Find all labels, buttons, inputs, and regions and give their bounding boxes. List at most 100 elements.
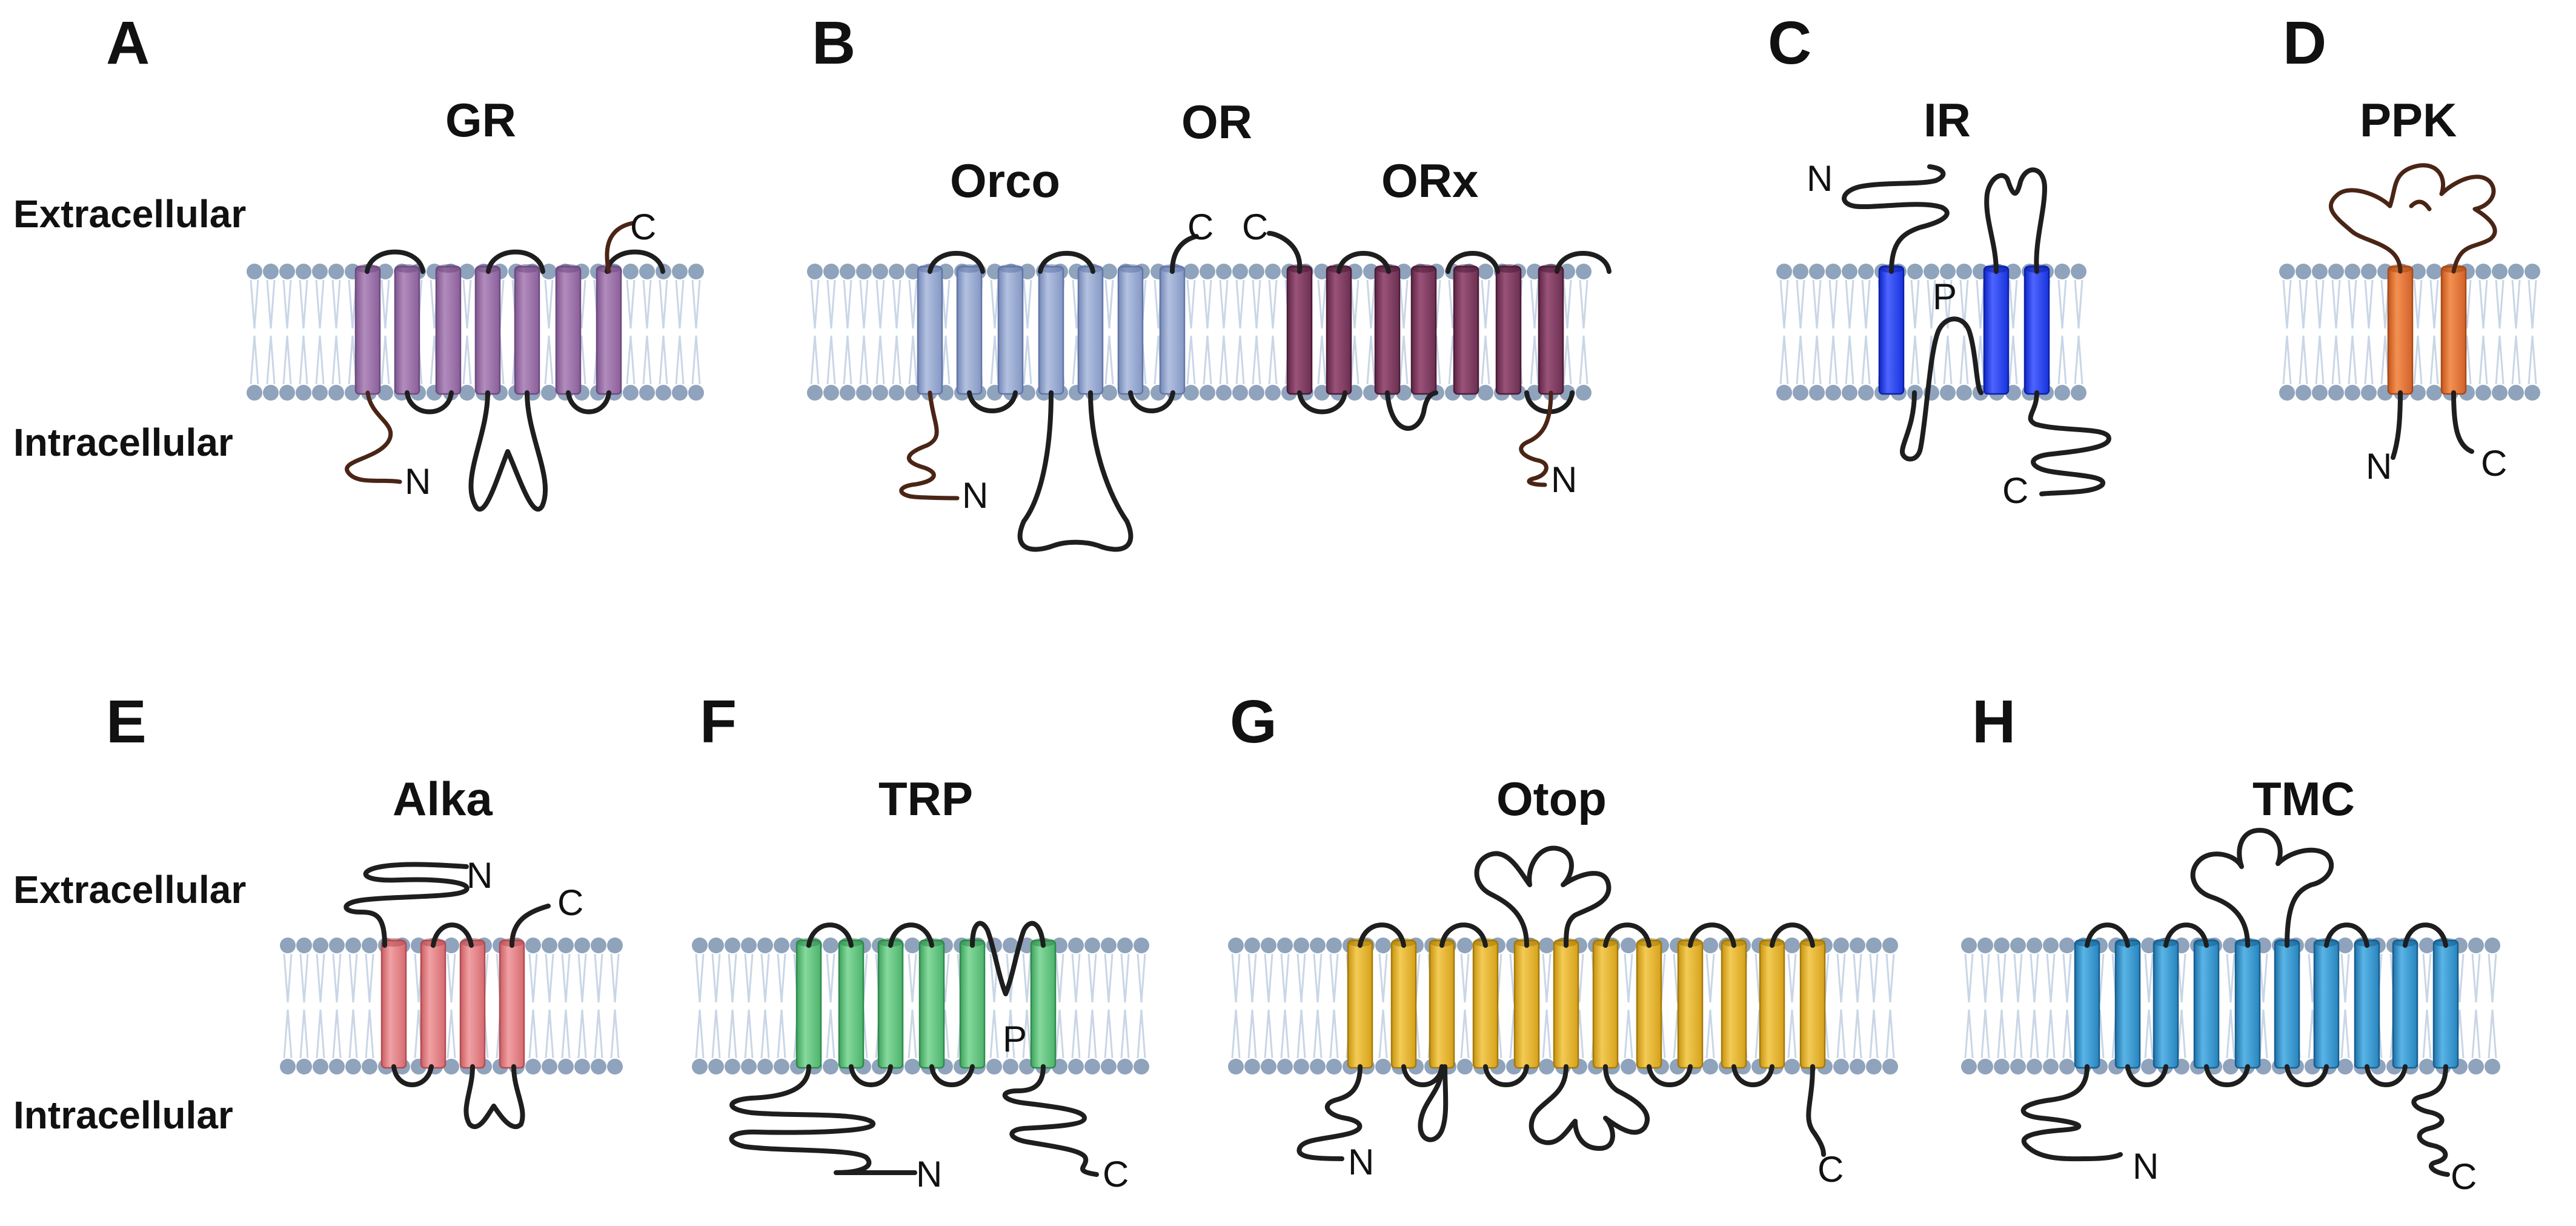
lipid-head (1457, 1059, 1473, 1074)
lipid-head (2071, 264, 2086, 279)
lipid-head (1833, 1059, 1849, 1074)
lipid-tail (1624, 1009, 1633, 1059)
lipid-head (1101, 385, 1117, 401)
lipid-tail (561, 953, 571, 1003)
lipid-head (1478, 385, 1493, 401)
lipid-tail (1317, 279, 1327, 329)
lipid-tail (266, 279, 276, 329)
lipid-head (541, 264, 557, 279)
lipid-tail (1779, 335, 1789, 385)
lipid-tail (1579, 279, 1588, 329)
lipid-head (1940, 385, 1956, 401)
lipid-tail (1562, 335, 1572, 385)
lipid-tail (2282, 279, 2292, 329)
lipid-tail (1055, 953, 1064, 1003)
lipid-head (1310, 1059, 1326, 1074)
gr-helix-1 (354, 264, 381, 395)
lipid-head (1003, 1059, 1018, 1074)
lipid-tail (1329, 1009, 1339, 1059)
lipid-head (1825, 385, 1841, 401)
tmc-helix-7 (2313, 938, 2340, 1069)
tmc-large-ecl (2190, 828, 2334, 948)
lipid-tail (577, 953, 587, 1003)
ir-p-loop (1900, 316, 1983, 462)
lipid-head (296, 385, 311, 401)
lipid-head (986, 1059, 1002, 1074)
intracellular-label-top: Intracellular (13, 421, 233, 464)
lipid-tail (1280, 953, 1290, 1003)
lipid-head (279, 385, 295, 401)
lipid-tail (1296, 1009, 1306, 1059)
lipid-tail (1812, 335, 1822, 385)
lipid-tail (2030, 1009, 2039, 1059)
lipid-tail (675, 279, 685, 329)
lipid-tail (1530, 279, 1539, 329)
lipid-tail (282, 335, 292, 385)
lipid-head (741, 1059, 757, 1074)
lipid-tail (760, 1009, 770, 1059)
lipid-head (345, 938, 361, 953)
lipid-head (889, 385, 905, 401)
lipid-head (542, 938, 557, 953)
lipid-tail (1280, 1009, 1290, 1059)
lipid-head (558, 938, 574, 953)
lipid-head (757, 1059, 773, 1074)
otop-helix-5 (1513, 938, 1540, 1069)
orco-large-icl (1017, 390, 1134, 552)
lipid-tail (2528, 335, 2537, 385)
lipid-head (2043, 1059, 2059, 1074)
lipid-tail (1268, 279, 1278, 329)
lipid-tail (1313, 1009, 1323, 1059)
tmc-helix-5 (2234, 938, 2261, 1069)
lipid-tail (1104, 279, 1114, 329)
ir-p-label: P (1933, 276, 1957, 317)
gr-helix-2 (394, 264, 420, 395)
lipid-tail (1203, 279, 1212, 329)
lipid-head (1621, 1059, 1636, 1074)
lipid-head (1068, 1059, 1084, 1074)
trp-helix-5 (959, 938, 986, 1069)
orco-ecl-loop (928, 251, 1095, 274)
lipid-tail (2226, 1009, 2236, 1059)
lipid-head (525, 938, 541, 953)
lipid-head (1261, 1059, 1276, 1074)
trp-c-terminus (1002, 1064, 1099, 1177)
lipid-tail (1460, 953, 1470, 1003)
lipid-tail (1071, 953, 1081, 1003)
lipid-tail (2422, 953, 2432, 1003)
lipid-tail (331, 335, 341, 385)
lipid-head (2027, 938, 2042, 953)
lipid-tail (1120, 1009, 1130, 1059)
lipid-tail (365, 953, 374, 1003)
lipid-tail (1137, 1009, 1146, 1059)
alka-helix-4 (499, 938, 525, 1069)
lipid-head (774, 938, 789, 953)
lipid-tail (875, 335, 885, 385)
lipid-tail (626, 335, 636, 385)
lipid-tail (1252, 279, 1261, 329)
otop-n-terminus (1296, 1064, 1363, 1161)
ir-n-label: N (1807, 158, 1833, 199)
lipid-head (823, 264, 839, 279)
lipid-tail (2057, 279, 2067, 329)
lipid-tail (544, 279, 554, 329)
lipid-head (2485, 1059, 2500, 1074)
otop-icl-loop (1401, 1064, 1774, 1087)
lipid-tail (2299, 335, 2308, 385)
lipid-tail (250, 335, 259, 385)
orco-helix-5 (1077, 264, 1104, 395)
trp-helix-3 (877, 938, 904, 1069)
ir-helix-1 (1878, 264, 1905, 395)
lipid-tail (1350, 279, 1359, 329)
lipid-head (574, 938, 590, 953)
lipid-tail (2144, 953, 2154, 1003)
lipid-tail (1268, 335, 1278, 385)
lipid-tail (626, 279, 636, 329)
lipid-tail (2488, 1009, 2497, 1059)
lipid-tail (250, 279, 259, 329)
lipid-head (1183, 264, 1199, 279)
orco-helix-7 (1159, 264, 1186, 395)
lipid-tail (744, 953, 754, 1003)
lipid-tail (826, 1009, 835, 1059)
otop-helix-1 (1347, 938, 1373, 1069)
